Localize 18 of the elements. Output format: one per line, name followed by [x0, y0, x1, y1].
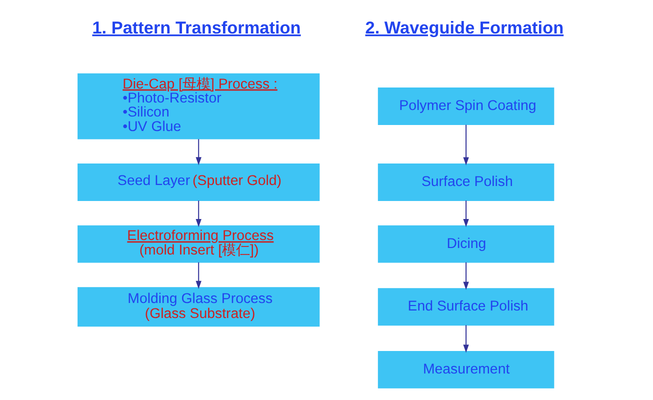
arrow	[463, 200, 469, 228]
arrow	[196, 139, 202, 166]
arrow	[463, 124, 469, 166]
node-box: Die-Cap [母模] Process : •Photo-Resistor •Silicon •UV Glue	[78, 73, 320, 140]
node-box: Dicing	[378, 225, 554, 263]
arrow	[196, 200, 202, 228]
node-box: Surface Polish	[378, 164, 554, 202]
label: 2. Waveguide Formation	[365, 17, 564, 38]
arrow	[463, 262, 469, 290]
arrow	[196, 262, 202, 290]
node-box: End Surface Polish	[378, 288, 554, 326]
node-box: Measurement	[378, 350, 554, 388]
node-box: Seed Layer (Sputter Gold)	[78, 164, 320, 202]
node-box: Molding Glass Process (Glass Substrate)	[78, 287, 320, 327]
label: 1. Pattern Transformation	[92, 17, 301, 38]
arrow	[463, 325, 469, 353]
node-box: Electroforming Process (mold Insert [模仁])	[78, 225, 320, 263]
node-box: Polymer Spin Coating	[378, 88, 554, 126]
